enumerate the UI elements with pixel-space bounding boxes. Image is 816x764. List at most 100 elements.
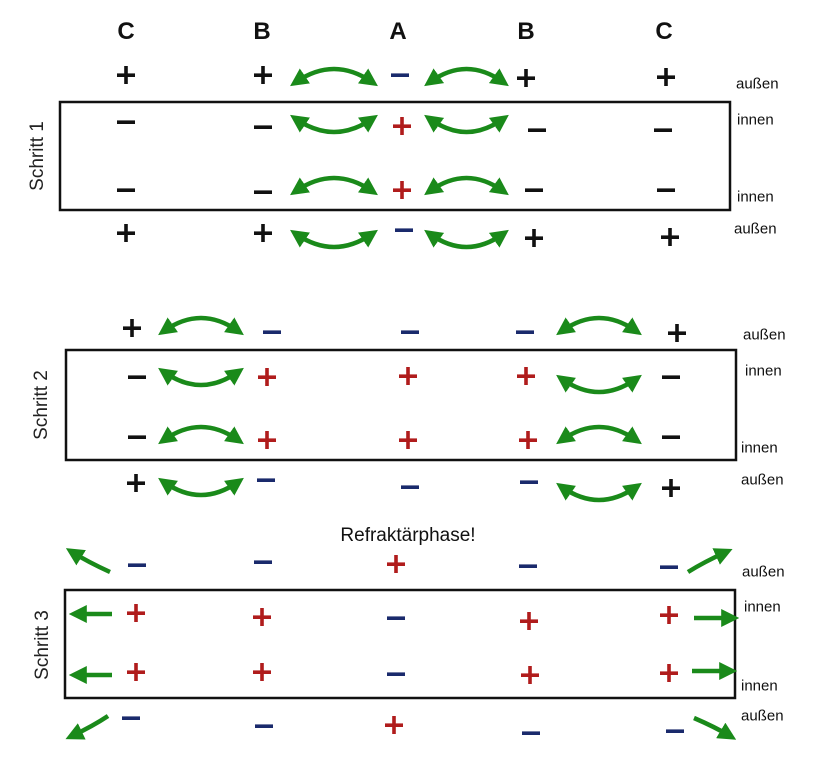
label-inside-step3-top: innen: [744, 598, 781, 616]
refractory-phase-label: Refraktärphase!: [340, 525, 476, 546]
charge-step1-row3-col1: [117, 188, 135, 192]
charge-step1-row4-col4: [525, 229, 543, 247]
charge-step3-row1-col2: [254, 560, 272, 564]
step-label-3: Schritt 3: [32, 610, 53, 680]
charge-step1-row2-col4: [528, 128, 546, 132]
charge-step2-row2-col5: [662, 375, 680, 379]
charge-step1-row4-col1: [117, 224, 135, 242]
curved-double-arrow-icon: [158, 315, 244, 336]
label-outside-step1-bottom: außen: [734, 220, 777, 238]
label-inside-step2-top: innen: [745, 362, 782, 380]
charge-step3-row1-col1: [128, 563, 146, 567]
charge-step3-row1-col4: [519, 564, 537, 568]
charge-step2-row4-col3: [401, 485, 419, 489]
curved-double-arrow-icon: [424, 175, 509, 196]
curved-double-arrow-icon: [556, 374, 642, 395]
curved-double-arrow-icon: [556, 482, 642, 503]
column-label-c-right: C: [655, 18, 673, 45]
charge-step3-row2-col1: [127, 604, 145, 622]
charge-step2-row2-col2: [258, 368, 276, 386]
charge-step2-row3-col4: [519, 431, 537, 449]
charge-step2-row4-col5: [662, 479, 680, 497]
label-inside-step2-bottom: innen: [741, 439, 778, 457]
outflow-arrow-icon: [693, 715, 737, 740]
charge-step2-row3-col5: [662, 435, 680, 439]
charge-step2-row4-col1: [127, 474, 145, 492]
charge-step3-row3-col2: [253, 663, 271, 681]
curved-double-arrow-icon: [290, 114, 378, 135]
curved-double-arrow-icon: [290, 175, 378, 196]
column-label-c-left: C: [117, 18, 135, 45]
membrane-box-step3: [63, 588, 737, 700]
charge-step1-row4-col5: [661, 228, 679, 246]
curved-double-arrow-icon: [158, 367, 244, 388]
charge-step2-row1-col2: [263, 330, 281, 334]
charge-step3-row4-col2: [255, 724, 273, 728]
column-label-b-left: B: [253, 18, 271, 45]
charge-step1-row1-col2: [254, 66, 272, 84]
curved-double-arrow-icon: [290, 66, 378, 87]
label-inside-step1-top: innen: [737, 111, 774, 129]
charge-step1-row1-col4: [517, 69, 535, 87]
charge-step1-row2-col5: [654, 128, 672, 132]
curved-double-arrow-icon: [424, 229, 509, 250]
charge-step3-row3-col4: [521, 666, 539, 684]
charge-step3-row4-col1: [122, 716, 140, 720]
label-inside-step1-bottom: innen: [737, 188, 774, 206]
charge-step2-row1-col4: [516, 330, 534, 334]
charge-step1-row4-col3: [395, 228, 413, 232]
charge-step1-row3-col3: [393, 181, 411, 199]
charge-step2-row2-col3: [399, 367, 417, 385]
arrows-layer: [65, 66, 740, 740]
charge-step2-row2-col4: [517, 367, 535, 385]
charge-step2-row4-col4: [520, 480, 538, 484]
step-label-1: Schritt 1: [27, 121, 48, 191]
charges-layer: [117, 66, 686, 735]
curved-double-arrow-icon: [158, 424, 244, 445]
charge-step3-row2-col2: [253, 608, 271, 626]
curved-double-arrow-icon: [290, 229, 378, 250]
column-label-a: A: [389, 18, 407, 45]
curved-double-arrow-icon: [424, 114, 509, 135]
charge-step2-row1-col3: [401, 330, 419, 334]
charge-step1-row3-col5: [657, 188, 675, 192]
charge-step2-row3-col3: [399, 431, 417, 449]
membrane-box-step2: [64, 348, 738, 462]
charge-step1-row2-col1: [117, 120, 135, 124]
label-outside-step1-top: außen: [736, 75, 779, 93]
charge-step1-row2-col3: [393, 117, 411, 135]
curved-double-arrow-icon: [556, 315, 642, 336]
label-outside-step3-top: außen: [742, 563, 785, 581]
label-outside-step2-bottom: außen: [741, 471, 784, 489]
charge-step2-row3-col2: [258, 431, 276, 449]
outflow-arrow-icon: [65, 548, 111, 575]
charge-step1-row1-col5: [657, 68, 675, 86]
charge-step2-row3-col1: [128, 435, 146, 439]
charge-step2-row1-col1: [123, 319, 141, 337]
charge-step1-row3-col4: [525, 188, 543, 192]
charge-step2-row2-col1: [128, 375, 146, 379]
label-outside-step3-bottom: außen: [741, 707, 784, 725]
charge-step3-row3-col1: [127, 663, 145, 681]
charge-step2-row1-col5: [668, 324, 686, 342]
charge-step3-row1-col5: [660, 565, 678, 569]
charge-step1-row4-col2: [254, 224, 272, 242]
charge-step3-row2-col3: [387, 616, 405, 620]
charge-step1-row3-col2: [254, 190, 272, 194]
charge-step2-row4-col2: [257, 478, 275, 482]
charge-step3-row3-col5: [660, 664, 678, 682]
charge-step3-row2-col5: [660, 606, 678, 624]
charge-step3-row4-col3: [385, 716, 403, 734]
curved-double-arrow-icon: [424, 66, 509, 87]
charge-step1-row1-col1: [117, 66, 135, 84]
membrane-box-step1: [58, 100, 732, 212]
column-label-b-right: B: [517, 18, 535, 45]
curved-double-arrow-icon: [158, 477, 244, 498]
outflow-arrow-icon: [686, 548, 733, 574]
step-label-2: Schritt 2: [31, 370, 52, 440]
charge-step1-row1-col3: [391, 73, 409, 77]
charge-step3-row4-col5: [666, 729, 684, 733]
charge-step3-row3-col3: [387, 672, 405, 676]
curved-double-arrow-icon: [556, 424, 642, 445]
